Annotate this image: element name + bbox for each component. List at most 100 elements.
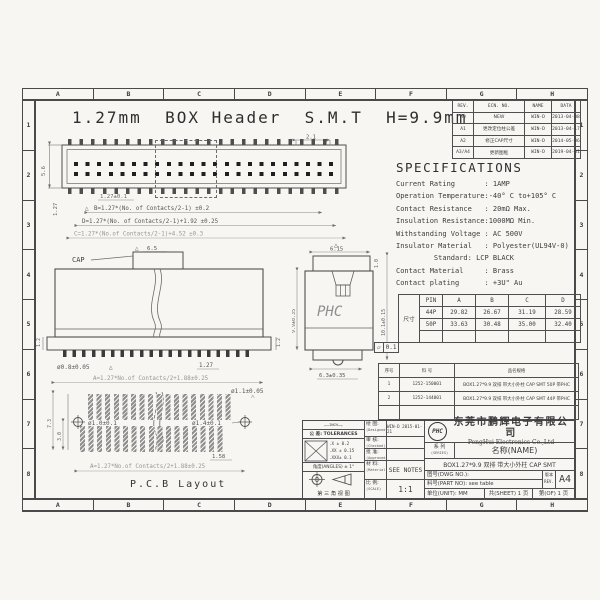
parts-empty-row [378, 405, 579, 420]
revision-table: REV. ECN. NO. NAME DATA A0 NEW WIN-D 201… [452, 100, 581, 159]
designed-value: WIN-D 2015-01-21 [387, 423, 423, 434]
pin-table-cell: 44P [419, 306, 443, 319]
parts-cell [454, 405, 579, 420]
zone-letter: D [235, 89, 306, 99]
pin-table-header: A [442, 294, 476, 307]
material-label: 材 料: [366, 462, 379, 467]
approved-row: 批 准:(Approved) [365, 449, 424, 461]
scale-label: 比 例: [366, 481, 379, 486]
projection-label: 第 三 角 视 图 [317, 491, 350, 497]
unit-arrow: ←─ INCH ─→ [303, 421, 364, 430]
top-view-break-section [155, 140, 217, 198]
pcb-dim-hole-small: ø1.0±0.1 [88, 420, 117, 427]
rev-label-en: REV. [544, 479, 554, 484]
pin-table-header: B [475, 294, 509, 307]
revision-triangle: △ [85, 205, 89, 212]
series-sublabel: (SERIES) [430, 451, 449, 455]
rev-value: A4 [558, 474, 572, 485]
revision-cell: WIN-D [524, 134, 552, 148]
spec-item: Withstanding Voltage : AC 500V [396, 229, 523, 238]
revision-row: A2 修正CAP尺寸 WIN-D 2014-05-06 [452, 134, 581, 148]
tolerance-column: ←─ INCH ─→ 公 差: TOLERANCES .X ± 0.2 .XX … [303, 421, 365, 498]
top-view-dim-pitch: 1.27±0.1 [100, 194, 127, 200]
material-row: 材 料:(Material) SEE NOTES [365, 461, 424, 480]
pin-table-header: D [545, 294, 581, 307]
zone-letter: E [306, 500, 377, 510]
pcb-dim-7-3: 7.3 [47, 419, 53, 428]
sheet-cell: 共(SHEET) 1 页 [485, 489, 533, 500]
zone-strip-left: 1 2 3 4 5 6 7 8 [22, 100, 35, 499]
parts-header: 序号 [378, 363, 400, 378]
parts-row: 1 1252-150001 BOX1.27*9.9 双排 带大小外柱 CAP S… [378, 377, 579, 392]
checked-sublabel: (Checked) [366, 443, 386, 448]
parts-cell: 1252-150001 [399, 377, 455, 392]
product-name: BOX1.27*9.9 双排 带大小外柱 CAP SMT [425, 459, 574, 471]
unit-arrow-label: INCH [329, 422, 338, 427]
front-view-dim-side-right: 1.2 [276, 338, 282, 347]
revision-cell: 更新图框 [473, 146, 525, 159]
zone-number: 7 [576, 400, 587, 450]
name-label: 名称(NAME) [491, 446, 538, 455]
tolerance-box: .X ± 0.2 .XX ± 0.15 .XXX± 0.1 [303, 439, 364, 463]
zone-letter: H [550, 90, 555, 98]
approved-label: 批 准: [366, 450, 379, 455]
part-no-row: 料号(PART NO): see table [425, 480, 543, 489]
revision-cell: 修正CAP尺寸 [473, 134, 525, 148]
top-view-dim-c: C=1.27*(No.of Contacts/2-1)+4.52 ±0.3 [74, 232, 204, 238]
parts-row: 2 1252-144001 BOX1.27*9.9 双排 带大小外柱 CAP S… [378, 391, 579, 406]
scale-sublabel: (SCALE) [366, 486, 382, 491]
top-view-pins-top [68, 139, 340, 145]
projection-cell: 第 三 角 视 图 [303, 472, 364, 498]
pin-table-cell: 28.59 [545, 306, 581, 319]
zone-number: 4 [576, 250, 587, 300]
top-view-dim-row: 1.27 [53, 203, 59, 216]
pin-table-cell [419, 330, 443, 343]
designed-row: 绘 图:(Designed) WIN-D 2015-01-21 [365, 421, 424, 437]
tolerance-value: .XXX± 0.1 [329, 455, 352, 460]
zone-number: 4 [23, 250, 34, 300]
zone-letter: H [550, 501, 555, 509]
zone-letter: C [164, 89, 235, 99]
approved-sublabel: (Approved) [366, 455, 388, 460]
company-column: PHC 东莞市鹏辉电子有限公司 PengHui Electronics Co.,… [425, 417, 574, 500]
zone-number: 8 [26, 469, 31, 478]
revision-header-row: REV. ECN. NO. NAME DATA [452, 100, 581, 113]
front-view-pins [63, 350, 255, 357]
pin-table-cell: 35.00 [508, 318, 546, 331]
revision-cell: 更改定位柱公差 [473, 123, 525, 136]
parts-header: 料 号 [399, 363, 455, 378]
side-view-dim-height-right: 10.1±0.15 [381, 309, 387, 336]
side-view-dim-1-0: 1.0 [374, 259, 380, 268]
zone-number: 5 [23, 300, 34, 350]
specifications-heading: SPECIFICATIONS [396, 160, 523, 175]
zone-letter: F [376, 89, 447, 99]
parts-cell: 1 [378, 377, 400, 392]
parts-table: 序号 料 号 品名规格 1 1252-150001 BOX1.27*9.9 双排… [378, 363, 579, 420]
title-block: ←─ INCH ─→ 公 差: TOLERANCES .X ± 0.2 .XX … [302, 417, 575, 500]
revision-triangle: △ [109, 364, 113, 371]
zone-number: 5 [576, 300, 587, 350]
of-cell: 第(OF) 1 页 [538, 491, 569, 497]
series-name-row: 系 列 (SERIES) 名称(NAME) [425, 443, 574, 459]
front-view-dim-a: A=1.27*No.of Contacts/2+1.88±0.25 [93, 376, 209, 382]
parts-cell: 1252-144001 [399, 391, 455, 406]
pcb-caption: P.C.B Layout [130, 479, 226, 490]
pcb-dim-1-58: 1.58 [212, 454, 225, 460]
front-view-dim-post: ø1.1±0.05 [231, 388, 264, 395]
revision-cell: WIN-D [524, 111, 552, 125]
pcb-dim-a: A=1.27*No.of Contacts/2+1.88±0.25 [90, 464, 206, 470]
zone-number: 1 [576, 101, 587, 151]
zone-letter: C [164, 500, 235, 510]
zone-letter: G [447, 89, 518, 99]
revision-triangle: △ [251, 393, 255, 398]
side-view-dim-height-left: 9.9±0.35 [292, 309, 297, 333]
parts-header-row: 序号 料 号 品名规格 [378, 363, 579, 378]
designed-label: 绘 图: [366, 422, 379, 427]
pin-table-cell [475, 330, 509, 343]
spec-item: Standard: LCP BLACK [396, 254, 515, 263]
pin-table-cell: 33.63 [442, 318, 476, 331]
spec-item: Contact Resistance : 20mΩ Max. [396, 204, 531, 213]
pin-table-row: 44P 29.82 26.67 31.19 28.59 [399, 306, 581, 319]
spec-item: Current Rating : 1AMP [396, 180, 510, 188]
